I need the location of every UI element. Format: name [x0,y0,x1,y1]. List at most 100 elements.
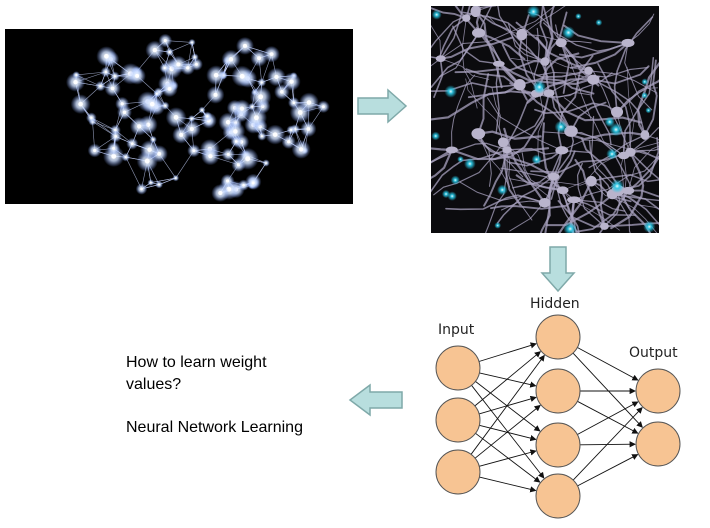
brain-node [140,188,143,191]
brain-node [156,93,158,95]
brain-node [208,154,212,158]
brain-node [158,184,160,186]
brain-node [111,87,115,91]
brain-node [252,181,255,184]
neuron-dendrite [549,93,641,122]
neuron-body [600,223,609,230]
neuron-body [516,29,527,41]
neural-network-learning-text: Neural Network Learning [126,417,326,439]
neuron-glow [575,13,581,19]
brain-node [290,129,292,131]
network-connection [479,344,536,362]
neuron-glow [442,190,450,198]
brain-node [254,115,259,120]
neuron-glow [562,26,575,39]
brain-node [99,85,101,87]
brain-node [257,56,261,60]
brain-node [191,118,193,120]
network-connection [471,356,544,455]
brain-node [206,115,208,117]
neuron-glow [457,156,464,163]
hidden-node [536,474,580,518]
brain-node [131,142,134,145]
brain-node [233,129,237,133]
input-layer-label: Input [438,322,475,338]
hidden-node [536,315,580,359]
brain-node [307,127,311,131]
brain-node [112,147,115,150]
neuron-glow [641,92,648,99]
brain-node [114,75,116,77]
neuron-glow [451,175,460,184]
brain-node [137,124,141,128]
brain-node [261,81,263,83]
neuron-glow [431,132,440,141]
brain-node [150,102,155,107]
neuron-glow [444,85,457,98]
brain-node [73,80,77,84]
output-node [636,422,680,466]
brain-link [151,178,176,183]
network-connection [577,401,637,433]
brain-node [218,191,222,195]
brain-node [261,135,263,137]
brain-node [190,127,194,131]
arrow-left-icon [348,383,404,417]
neuron-body [621,39,634,47]
neuron-body [586,176,597,187]
brain-node [114,135,117,138]
brain-node [240,107,244,111]
neuron-glow [532,154,542,164]
neuron-glow [645,107,651,113]
brain-node [145,159,150,164]
hidden-layer-label: Hidden [530,296,580,312]
brain-node [195,63,198,66]
neuron-glow [606,148,617,159]
neuron-body [587,75,599,85]
neuron-cells-graphic [431,6,659,233]
neuron-glow [555,120,568,133]
neuron-glow [497,185,508,196]
neuron-body [611,107,623,118]
neuron-body [555,146,568,154]
brain-node [280,90,284,94]
brain-node [214,73,219,78]
neural-network-diagram: Input Hidden Output [420,290,710,523]
neuron-glow [494,222,501,229]
neuron-body [539,198,551,207]
neuron-cells-image [431,6,659,233]
brain-node [150,182,152,184]
neuron-glow [605,117,615,127]
neuron-body [462,14,470,22]
brain-node [164,39,167,42]
neuron-glow [464,158,476,170]
brain-node [242,184,245,187]
neuron-body [471,128,485,139]
brain-node [90,117,92,119]
brain-node [78,102,83,107]
output-node [636,369,680,413]
brain-node [147,147,151,151]
neuron-glow [641,78,648,85]
brain-node [270,52,274,56]
neuron-body [557,186,569,194]
brain-node [213,93,217,97]
neuron-body [472,28,485,37]
brain-node [152,139,154,141]
brain-node [258,94,263,99]
output-layer-label: Output [629,345,678,361]
brain-node [93,149,96,152]
input-node [436,398,480,442]
brain-node [75,74,77,76]
brain-node [174,115,179,120]
neuron-body [548,173,559,181]
hidden-node [536,369,580,413]
brain-node [164,67,166,69]
neuron-body [470,6,480,17]
neuron-body [567,196,581,203]
brain-node [176,62,180,66]
network-connection [475,406,540,459]
brain-node [229,57,233,61]
brain-node [289,80,293,84]
brain-node [169,51,171,53]
